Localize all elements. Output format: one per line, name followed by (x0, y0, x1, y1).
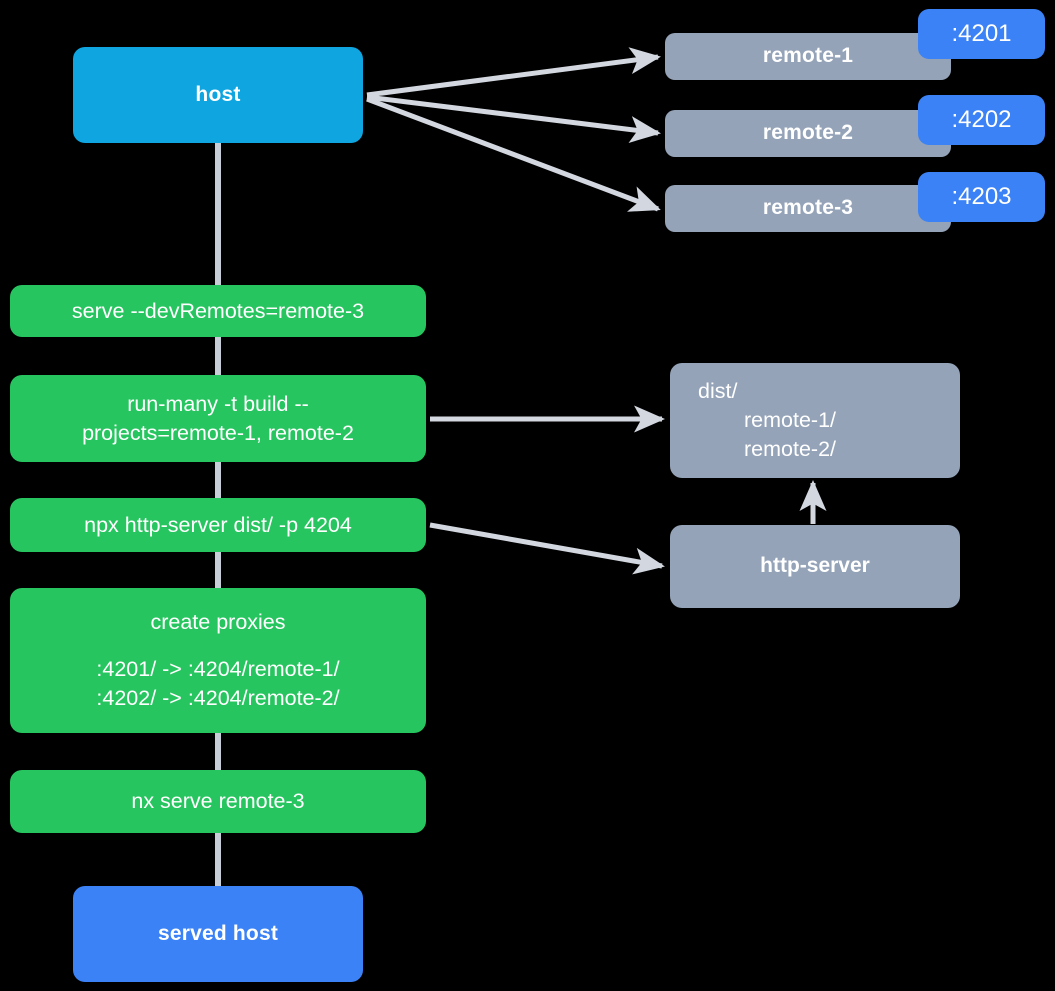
badge-port-4202: :4202 (918, 95, 1045, 145)
command-line: create proxies (150, 610, 286, 635)
node-remote-3-label: remote-3 (762, 196, 854, 220)
dist-line-remote-2: remote-2/ (744, 436, 837, 461)
node-command-create-proxies[interactable]: create proxies :4201/ -> :4204/remote-1/… (10, 588, 426, 733)
command-line: nx serve remote-3 (131, 789, 305, 814)
command-line: npx http-server dist/ -p 4204 (84, 512, 352, 537)
badge-port-4203-label: :4203 (951, 183, 1012, 210)
command-line: :4202/ -> :4204/remote-2/ (96, 685, 340, 710)
command-line: projects=remote-1, remote-2 (82, 420, 354, 445)
node-served-host[interactable]: served host (73, 886, 363, 982)
node-command-serve-devremotes[interactable]: serve --devRemotes=remote-3 (10, 285, 426, 337)
badge-port-4202-label: :4202 (951, 106, 1012, 133)
edge-host-to-remote-1 (366, 47, 661, 98)
node-command-npx-http-server[interactable]: npx http-server dist/ -p 4204 (10, 498, 426, 552)
badge-port-4201: :4201 (918, 9, 1045, 59)
node-command-nx-serve-remote3[interactable]: nx serve remote-3 (10, 770, 426, 833)
node-dist-folder[interactable]: dist/ remote-1/ remote-2/ (670, 363, 960, 478)
node-http-server-label: http-server (760, 554, 870, 578)
node-served-host-label: served host (157, 921, 279, 945)
node-remote-3[interactable]: remote-3 (665, 185, 951, 232)
command-line: run-many -t build -- (127, 391, 309, 416)
node-remote-1[interactable]: remote-1 (665, 33, 951, 80)
node-remote-2[interactable]: remote-2 (665, 110, 951, 157)
node-remote-2-label: remote-2 (762, 121, 854, 145)
edge-host-to-remote-3 (366, 96, 661, 212)
node-command-run-many-build[interactable]: run-many -t build -- projects=remote-1, … (10, 375, 426, 462)
edge-npx-to-httpserver (429, 522, 665, 575)
dist-line-remote-1: remote-1/ (744, 408, 837, 433)
node-host-label: host (195, 82, 241, 106)
command-line: serve --devRemotes=remote-3 (71, 298, 365, 323)
dist-line-root: dist/ (698, 379, 738, 404)
badge-port-4201-label: :4201 (951, 20, 1012, 47)
command-line: :4201/ -> :4204/remote-1/ (96, 657, 340, 682)
node-remote-1-label: remote-1 (762, 44, 854, 68)
node-http-server[interactable]: http-server (670, 525, 960, 608)
badge-port-4203: :4203 (918, 172, 1045, 222)
edge-host-to-remote-2 (366, 94, 661, 143)
node-host[interactable]: host (73, 47, 363, 143)
